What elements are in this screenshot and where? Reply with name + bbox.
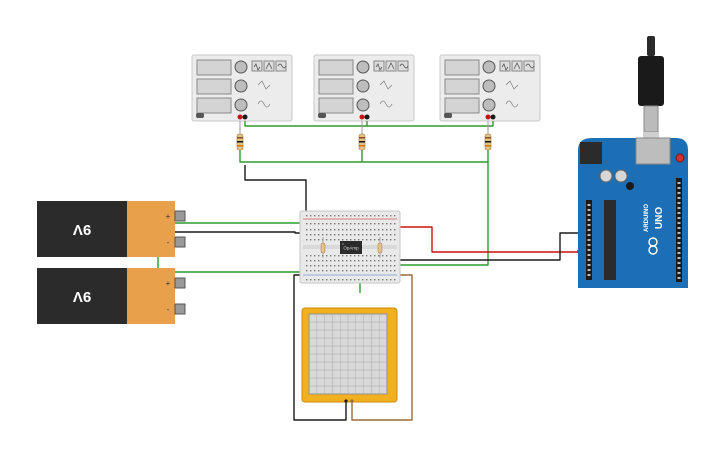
resistor-1[interactable] bbox=[236, 133, 244, 151]
battery-1-plus: + bbox=[166, 212, 171, 221]
function-generator-2[interactable] bbox=[313, 54, 415, 122]
wire-green-gen-bus[interactable] bbox=[244, 121, 494, 127]
battery-2-label: 9V bbox=[73, 288, 91, 305]
arduino-board[interactable]: ARDUINO UNO bbox=[578, 137, 688, 288]
wire-black-oscilloscope[interactable] bbox=[293, 274, 347, 421]
function-generator-3[interactable] bbox=[439, 54, 541, 122]
wire-black-to-arduino[interactable] bbox=[370, 232, 590, 261]
arduino-logo-icon bbox=[648, 237, 658, 255]
battery-2[interactable]: 9V + - bbox=[37, 268, 186, 324]
oscilloscope[interactable] bbox=[301, 307, 398, 403]
wire-green-resistor-bus[interactable] bbox=[239, 150, 489, 163]
opamp-label: OpAmp bbox=[343, 246, 359, 251]
wire-green-battery1[interactable] bbox=[149, 222, 318, 227]
wire-black-gen-to-breadboard[interactable] bbox=[244, 165, 307, 222]
battery-1[interactable]: 9V + - bbox=[37, 201, 186, 257]
battery-1-label: 9V bbox=[73, 221, 91, 238]
resistor-2[interactable] bbox=[358, 133, 366, 151]
arduino-model: UNO bbox=[654, 207, 665, 229]
battery-2-minus: - bbox=[167, 305, 170, 314]
battery-2-plus: + bbox=[166, 279, 171, 288]
breadboard-resistor-right[interactable] bbox=[377, 237, 383, 258]
breadboard-resistor-left[interactable] bbox=[320, 237, 326, 258]
wire-red-to-arduino[interactable] bbox=[400, 226, 579, 253]
resistor-3[interactable] bbox=[484, 133, 492, 151]
arduino-usb-cable[interactable] bbox=[638, 36, 664, 138]
wire-brown-oscilloscope[interactable] bbox=[351, 274, 413, 421]
wire-green-to-breadboard[interactable] bbox=[385, 162, 489, 266]
arduino-brand: ARDUINO bbox=[644, 204, 650, 232]
opamp-chip[interactable]: OpAmp bbox=[340, 241, 362, 254]
battery-1-minus: - bbox=[167, 238, 170, 247]
function-generator-1[interactable] bbox=[191, 54, 293, 122]
